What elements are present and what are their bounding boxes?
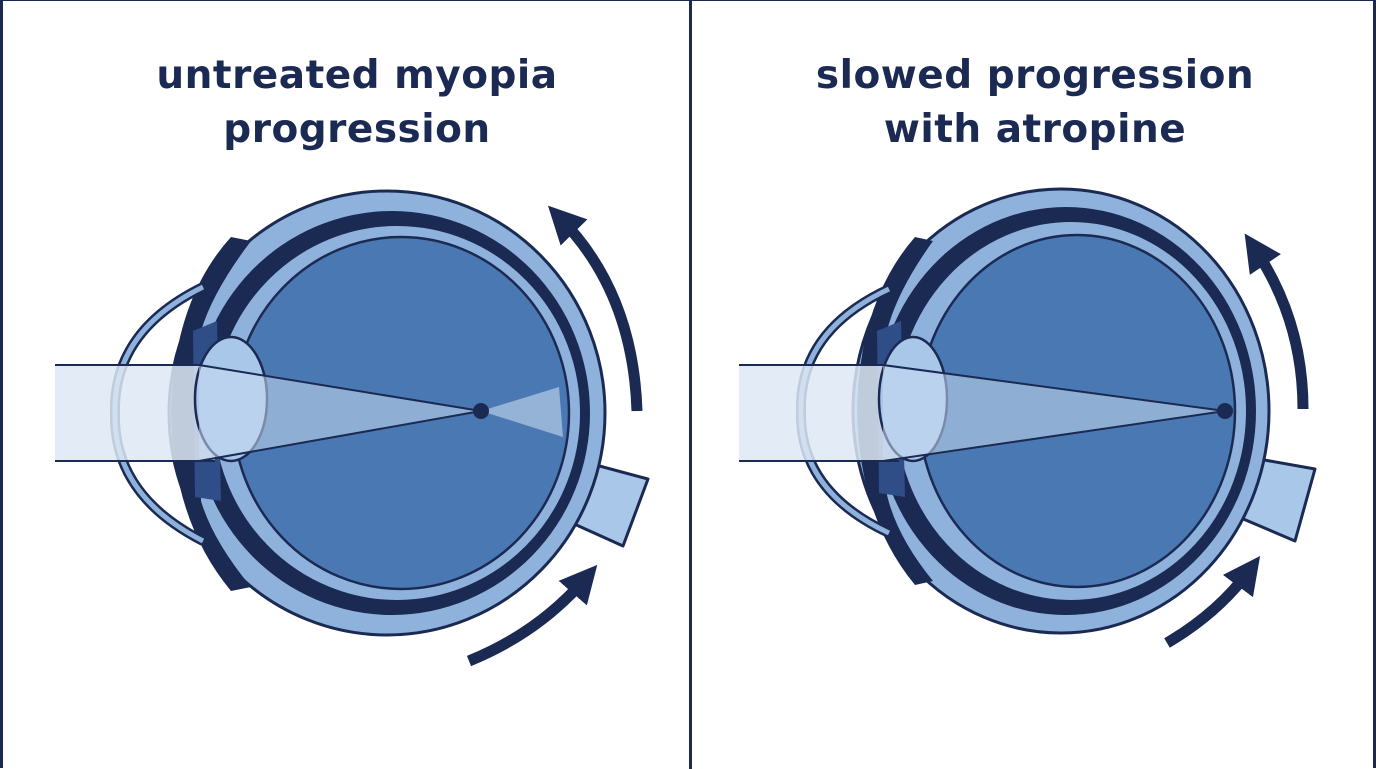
left-title-line-2: progression xyxy=(223,107,491,152)
right-title-line-2: with atropine xyxy=(883,107,1187,152)
left-incoming-beam xyxy=(55,365,215,461)
left-title-line-1: untreated myopia xyxy=(156,53,558,98)
left-panel-title: untreated myopia progression xyxy=(77,49,637,157)
left-growth-arrow-top xyxy=(547,205,643,412)
left-diverge-cone xyxy=(481,387,563,437)
left-growth-arrow-bottom xyxy=(466,564,598,667)
panel-divider xyxy=(689,1,692,769)
right-growth-arrow-top xyxy=(1244,233,1309,410)
right-incoming-beam xyxy=(739,365,899,461)
eye-diagrams xyxy=(55,187,1317,667)
left-focus-cone xyxy=(199,365,481,461)
right-eye xyxy=(739,187,1317,648)
right-focal-point xyxy=(1217,403,1233,419)
left-ciliary-body xyxy=(171,237,251,591)
right-growth-arrow-bottom xyxy=(1164,555,1261,648)
left-focal-point xyxy=(473,403,489,419)
right-panel-title: slowed progression with atropine xyxy=(755,49,1315,157)
right-ciliary-body xyxy=(857,237,933,585)
right-title-line-1: slowed progression xyxy=(815,53,1255,98)
right-focus-cone xyxy=(883,365,1225,461)
left-eye xyxy=(55,189,650,667)
